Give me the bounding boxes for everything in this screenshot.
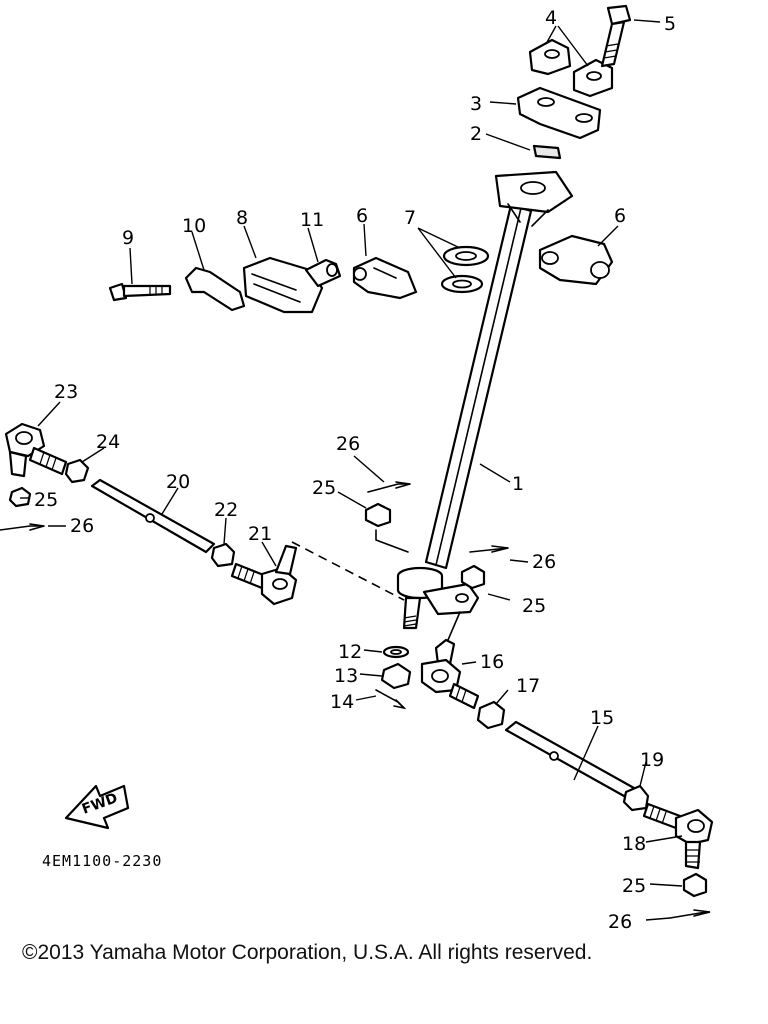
callout-24: 24	[96, 431, 120, 453]
callout-25-right: 25	[522, 595, 546, 617]
callout-12: 12	[338, 641, 362, 663]
callout-13: 13	[334, 665, 358, 687]
callout-26-right: 26	[532, 551, 556, 573]
callout-25-lower: 25	[622, 875, 646, 897]
callout-6-right: 6	[614, 205, 626, 227]
callout-25-center: 25	[312, 477, 336, 499]
forward-arrow: FWD	[64, 784, 130, 830]
right-tie-rod-group	[420, 638, 714, 919]
diagram-code: 4EM1100-2230	[42, 852, 162, 870]
callout-21: 21	[248, 523, 272, 545]
callout-18: 18	[622, 833, 646, 855]
callout-9: 9	[122, 227, 134, 249]
callout-22: 22	[214, 499, 238, 521]
steering-exploded-diagram: FWD 1 2	[0, 4, 714, 933]
callout-10: 10	[182, 215, 206, 237]
steering-shaft	[396, 170, 574, 641]
callout-26-lower: 26	[608, 911, 632, 933]
callout-15: 15	[590, 707, 614, 729]
callout-7: 7	[404, 207, 416, 229]
callout-14: 14	[330, 691, 354, 713]
callout-16: 16	[480, 651, 504, 673]
leader-lines	[20, 19, 683, 921]
callout-8: 8	[236, 207, 248, 229]
callout-26-center: 26	[336, 433, 360, 455]
callout-20: 20	[166, 471, 190, 493]
callout-17: 17	[516, 675, 540, 697]
callout-19: 19	[640, 749, 664, 771]
callout-2: 2	[470, 123, 482, 145]
callout-3: 3	[470, 93, 482, 115]
copyright-notice: ©2013 Yamaha Motor Corporation, U.S.A. A…	[22, 941, 593, 964]
callout-23: 23	[54, 381, 78, 403]
callout-5: 5	[664, 13, 676, 35]
right-bushing	[538, 234, 614, 286]
left-tie-rod-group	[0, 422, 405, 606]
callout-6-left: 6	[356, 205, 368, 227]
callout-4: 4	[545, 7, 557, 29]
callout-25-left: 25	[34, 489, 58, 511]
callout-11: 11	[300, 209, 324, 231]
callout-26-left: 26	[70, 515, 94, 537]
center-fasteners	[364, 481, 509, 710]
upper-holder-set	[516, 4, 632, 160]
callout-labels: 1 2 3 4 5 6 6 7 8 9 10 11 12 13 14 15 16…	[34, 7, 676, 933]
left-holder-assembly	[108, 245, 490, 314]
callout-1: 1	[512, 473, 524, 495]
